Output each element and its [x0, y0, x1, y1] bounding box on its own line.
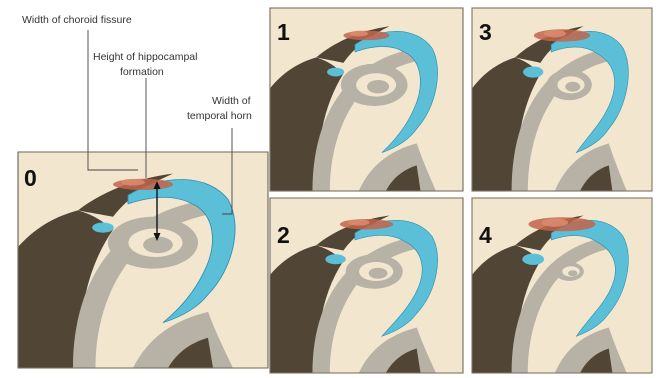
label-temporal-horn-1: Width of: [212, 95, 251, 107]
panel-2-drawing: [270, 198, 463, 373]
panel-3: [472, 8, 652, 191]
dentate-gyrus: [565, 82, 580, 92]
label-hippocampal-height-1: Height of hippocampal: [93, 51, 197, 63]
label-temporal-horn-2: temporal horn: [187, 110, 252, 122]
dentate-gyrus: [369, 268, 388, 279]
panel-1-number: 1: [277, 19, 290, 45]
panel-0-number: 0: [24, 165, 37, 191]
medial-csf-pocket: [325, 254, 345, 264]
dentate-gyrus: [143, 237, 173, 254]
medial-csf-pocket: [327, 68, 344, 77]
panel-3-drawing: [472, 8, 652, 191]
choroid-plexus-highlight: [348, 219, 369, 225]
choroid-plexus-highlight: [350, 31, 369, 37]
panel-4-number: 4: [479, 222, 492, 248]
choroid-plexus-highlight: [541, 218, 568, 226]
medial-csf-pocket: [522, 254, 544, 265]
panel-4-drawing: [472, 198, 652, 373]
panel-3-number: 3: [479, 19, 492, 45]
medial-csf-pocket: [523, 67, 543, 78]
dentate-gyrus: [568, 270, 578, 276]
label-hippocampal-height-2: formation: [120, 66, 164, 78]
panel-1-drawing: [270, 8, 463, 191]
panel-2: [270, 198, 463, 373]
medial-csf-pocket: [92, 223, 114, 233]
choroid-plexus-highlight: [544, 30, 566, 37]
label-choroid-fissure: Width of choroid fissure: [22, 14, 132, 26]
choroid-plexus-highlight: [121, 179, 145, 186]
panel-2-number: 2: [277, 222, 290, 248]
panel-0-drawing: [18, 152, 268, 368]
panel-4: [472, 198, 652, 373]
panel-0: [18, 152, 268, 368]
panel-1: [270, 8, 463, 191]
dentate-gyrus: [367, 80, 389, 93]
